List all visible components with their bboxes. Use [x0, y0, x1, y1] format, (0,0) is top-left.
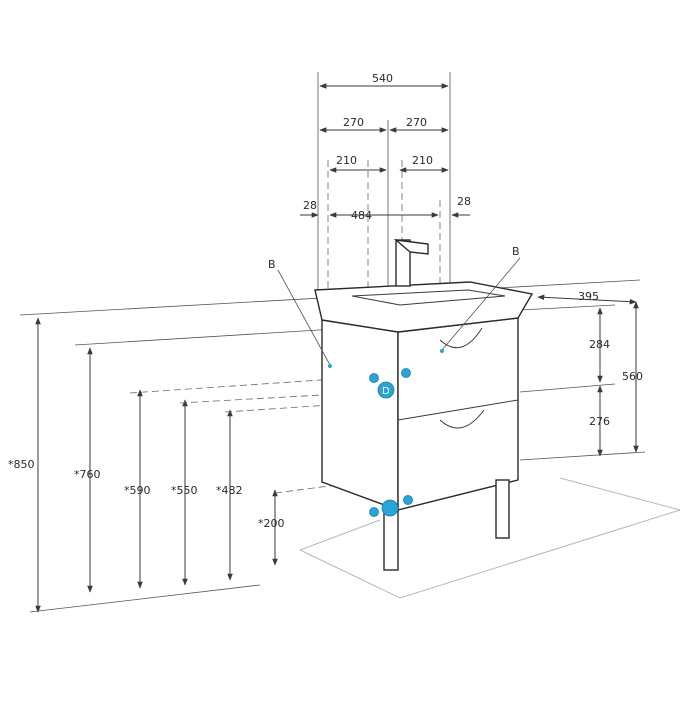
- callout-label-right: B: [512, 245, 520, 258]
- dim-total-width: 540: [372, 72, 393, 85]
- dim-offset-right: 210: [412, 154, 433, 167]
- drawer-divider: [397, 399, 519, 421]
- vanity-unit: [314, 239, 534, 571]
- faucet-body: [395, 239, 411, 287]
- dim-lower-drawer: 276: [589, 415, 610, 428]
- dim-height-550: *550: [171, 484, 198, 497]
- floor-outline: [299, 477, 681, 599]
- top-dimension-lines: [300, 83, 470, 218]
- front-right-leg: [495, 479, 510, 539]
- dim-half-left: 270: [343, 116, 364, 129]
- basin-top: [314, 281, 534, 333]
- lower-drawer-handle: [439, 409, 485, 429]
- connection-points: [369, 368, 413, 517]
- dim-offset-left: 210: [336, 154, 357, 167]
- callout-label-left: B: [268, 258, 276, 271]
- connection-point-lower-left: [369, 507, 379, 517]
- dim-cabinet-height: 560: [622, 370, 643, 383]
- basin-bowl: [351, 289, 506, 306]
- connection-letter: D: [382, 386, 390, 397]
- dim-height-590: *590: [124, 484, 151, 497]
- cabinet-side: [321, 319, 399, 512]
- dim-bowl-width: 484: [351, 209, 372, 222]
- callout-leaders: [277, 257, 521, 368]
- floor-drain-connection: [381, 499, 399, 517]
- extension-lines: [317, 72, 451, 410]
- dim-edge-left: 28: [303, 199, 317, 212]
- dim-edge-right: 28: [457, 195, 471, 208]
- connection-point-lower-right: [403, 495, 413, 505]
- dim-upper-drawer: 284: [589, 338, 610, 351]
- upper-drawer-handle: [439, 327, 483, 349]
- drain-connection: [377, 381, 395, 399]
- connection-point-upper-right: [401, 368, 411, 378]
- dim-height-482: *482: [216, 484, 243, 497]
- dimension-labels: 540 270 270 210 210 28 28 484 395 284 27…: [8, 72, 643, 530]
- dim-depth: 395: [578, 290, 599, 303]
- faucet-spout: [393, 239, 429, 255]
- dim-half-right: 270: [406, 116, 427, 129]
- right-dimension-lines: [519, 294, 646, 461]
- dim-height-760: *760: [74, 468, 101, 481]
- connection-point-upper-left: [369, 373, 379, 383]
- dim-height-200: *200: [258, 517, 285, 530]
- dim-height-850: *850: [8, 458, 35, 471]
